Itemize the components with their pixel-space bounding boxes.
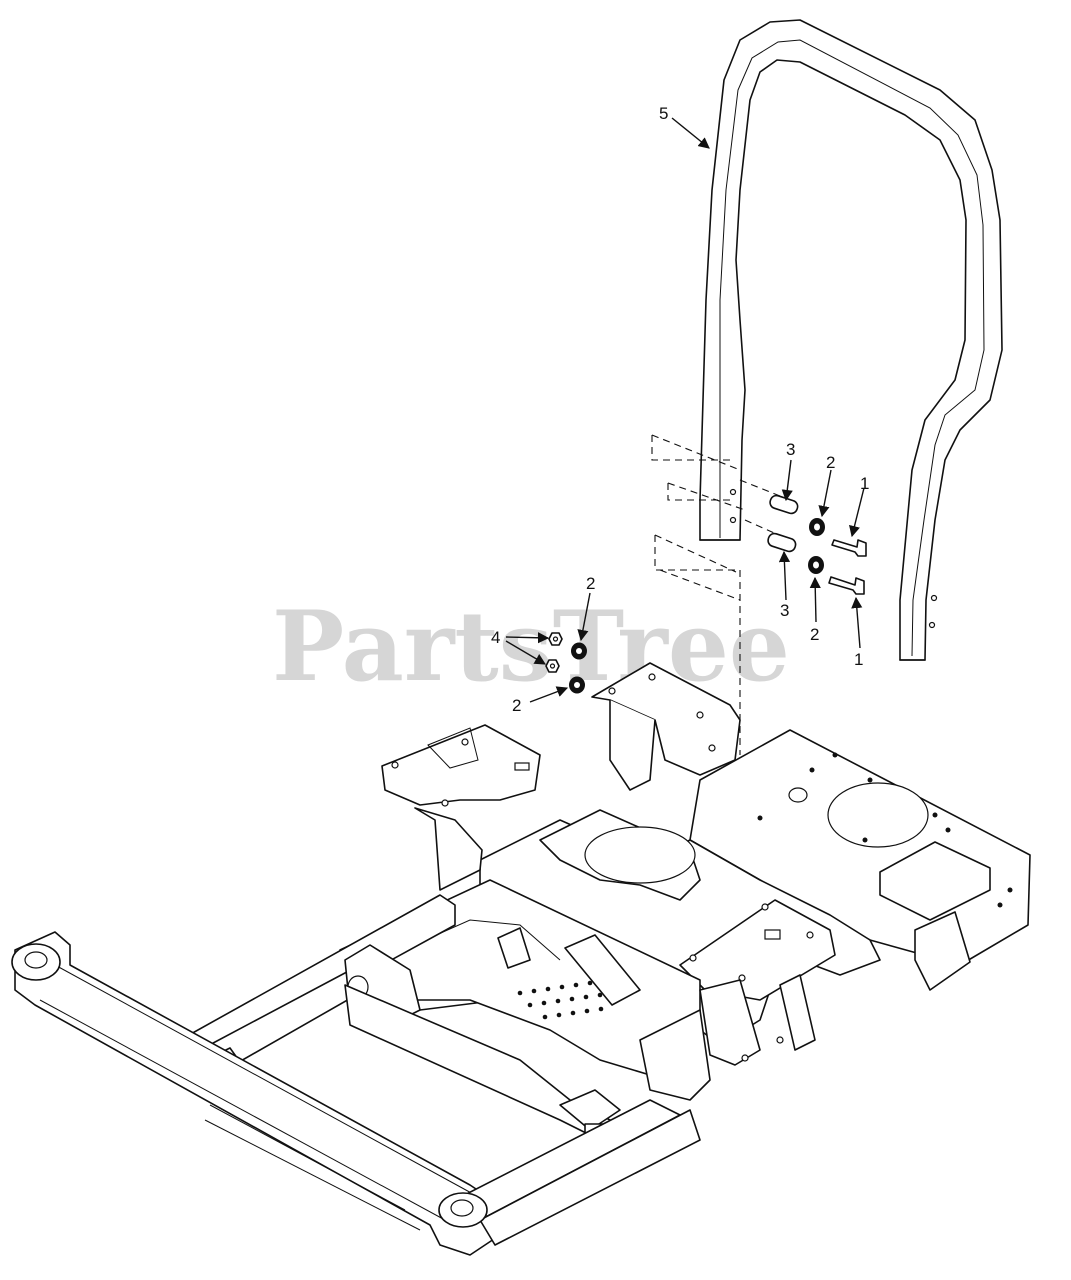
washer-lower-left — [569, 676, 585, 694]
callout-2-upper-left: 2 — [586, 574, 595, 593]
roll-bar — [699, 19, 1003, 661]
callout-3-upper: 3 — [786, 440, 795, 459]
washer-upper-right — [809, 518, 825, 536]
bolt-upper — [831, 539, 867, 557]
spacer-upper — [769, 494, 799, 515]
washer-lower-right — [808, 556, 824, 574]
callout-5: 5 — [659, 104, 668, 123]
washer-upper-left — [571, 642, 587, 660]
spacer-lower — [767, 532, 797, 553]
bolt-lower — [828, 576, 865, 595]
callout-1-upper: 1 — [860, 474, 869, 493]
watermark: PartsTree — [272, 590, 790, 703]
callout-1-lower: 1 — [854, 650, 863, 669]
callout-arrows — [505, 117, 865, 703]
nut-lower — [545, 659, 560, 673]
callout-4: 4 — [491, 628, 500, 647]
assembly-guide-lines — [651, 434, 791, 755]
callout-3-lower: 3 — [780, 601, 789, 620]
mower-frame — [11, 662, 1031, 1256]
floor-hole-pattern — [517, 980, 604, 1020]
nut-upper — [548, 632, 563, 646]
callout-2-lower-left: 2 — [512, 696, 521, 715]
callout-2-lower-right: 2 — [810, 625, 819, 644]
callout-labels: 5 3 2 1 3 2 1 2 4 2 — [491, 104, 869, 715]
callout-2-upper-right: 2 — [826, 453, 835, 472]
